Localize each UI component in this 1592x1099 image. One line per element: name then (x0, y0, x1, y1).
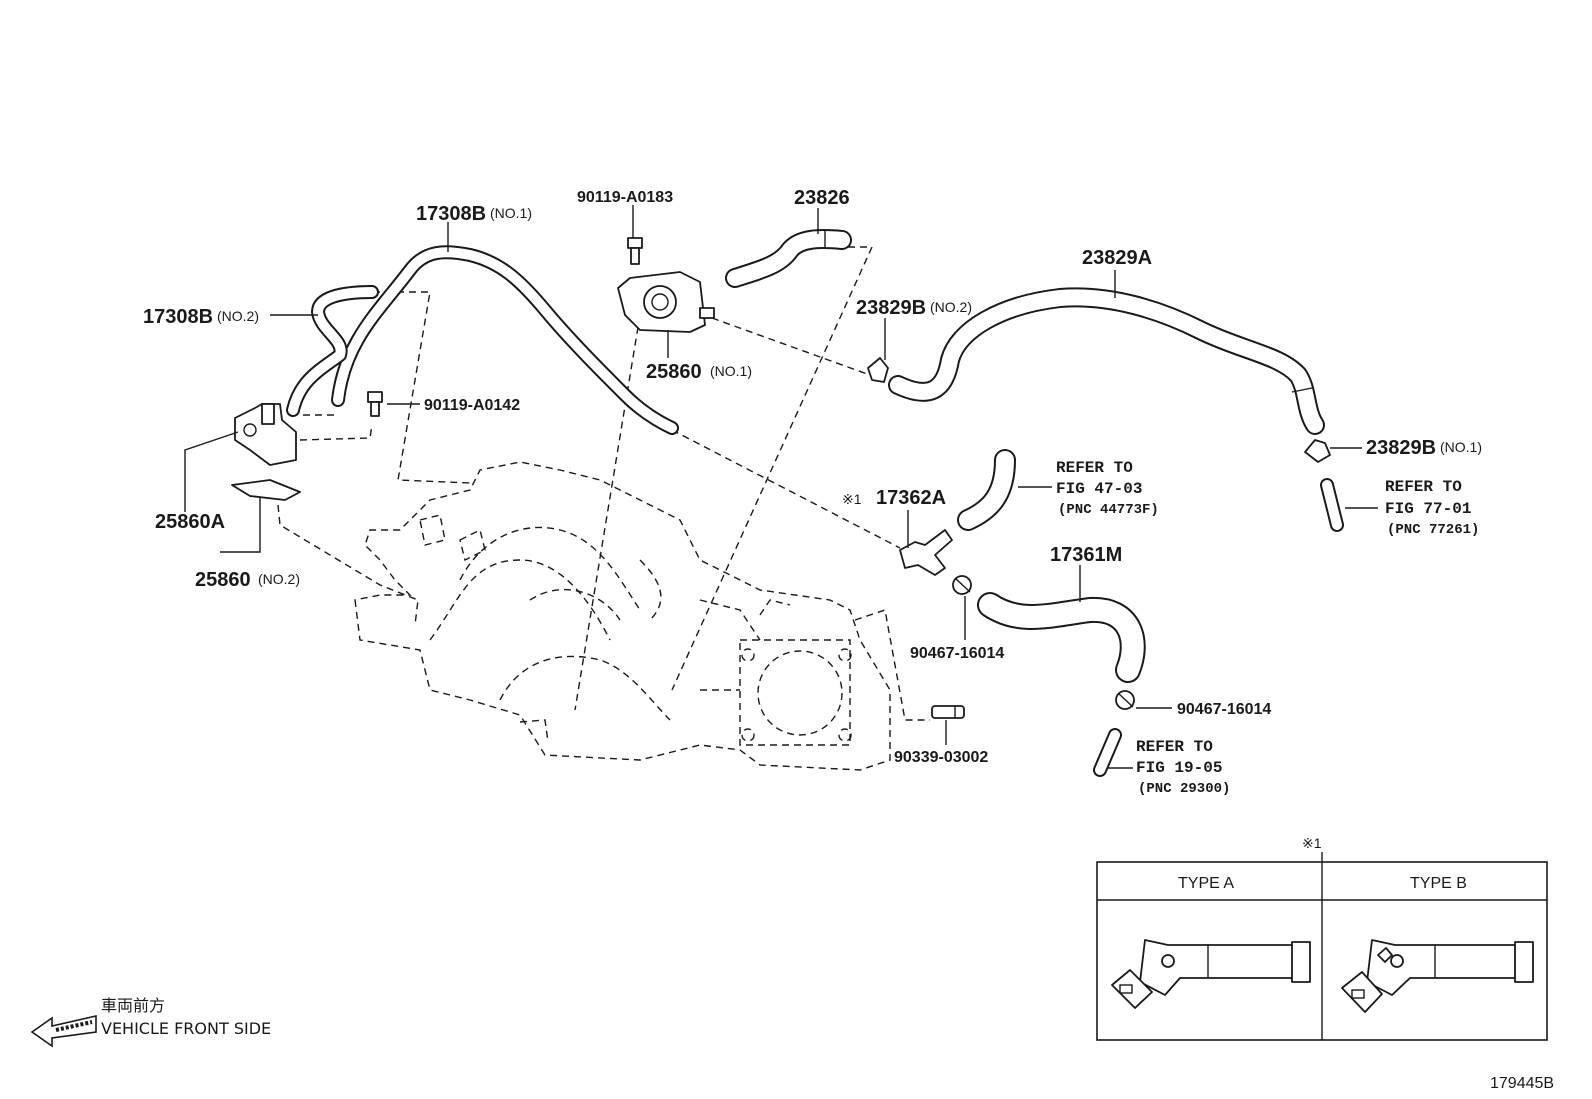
svg-text:(NO.1): (NO.1) (490, 205, 532, 221)
label-17362a[interactable]: ※1 17362A (842, 487, 946, 509)
vsv-25860-no2[interactable] (234, 403, 297, 466)
label-90119-a0183[interactable]: 90119-A0183 (577, 189, 673, 206)
svg-text:17308B: 17308B (416, 203, 486, 225)
svg-text:17308B: 17308B (143, 306, 213, 328)
label-17308b-no2[interactable]: 17308B (NO.2) (143, 306, 259, 328)
svg-text:25860: 25860 (646, 361, 702, 383)
svg-text:(NO.2): (NO.2) (258, 571, 300, 587)
label-25860a[interactable]: 25860A (155, 511, 225, 533)
svg-text:(NO.2): (NO.2) (217, 308, 259, 324)
hose-23826[interactable] (725, 229, 852, 288)
pipe-90339-03002[interactable] (931, 705, 965, 719)
label-23829b-no2[interactable]: 23829B (NO.2) (856, 297, 972, 319)
front-arrow-icon (30, 1014, 97, 1048)
leader-lines (184, 205, 1378, 769)
label-23829b-no1[interactable]: 23829B (NO.1) (1366, 437, 1482, 459)
vsv-25860-no1[interactable] (617, 271, 715, 333)
fitting-17362a[interactable] (899, 529, 953, 576)
label-90467-16014-b[interactable]: 90467-16014 (1177, 701, 1271, 718)
svg-text:25860: 25860 (195, 569, 251, 591)
svg-text:(PNC 44773F): (PNC 44773F) (1058, 502, 1159, 518)
ref-fig-19-05[interactable]: REFER TO FIG 19-05 (PNC 29300) (1136, 738, 1230, 797)
label-90339-03002[interactable]: 90339-03002 (894, 749, 988, 766)
bolt-90119-a0183[interactable] (627, 237, 643, 265)
svg-text:FIG 77-01: FIG 77-01 (1385, 500, 1471, 518)
svg-text:REFER TO: REFER TO (1056, 459, 1133, 477)
ref-fig-77-01[interactable]: REFER TO FIG 77-01 (PNC 77261) (1385, 478, 1479, 538)
hose-17308b-no1[interactable] (331, 245, 679, 435)
label-90119-a0142[interactable]: 90119-A0142 (424, 397, 520, 414)
figure-id: 179445B (1490, 1075, 1554, 1092)
label-17361m[interactable]: 17361M (1050, 544, 1122, 566)
hose-17361m[interactable] (977, 592, 1146, 683)
svg-text:(NO.2): (NO.2) (930, 299, 972, 315)
vehicle-front-legend: 車両前方 VEHICLE FRONT SIDE (30, 996, 271, 1048)
type-a-header: TYPE A (1178, 875, 1234, 892)
clip-23829b-no1[interactable] (1304, 439, 1331, 463)
bolt-90119-a0142[interactable] (367, 391, 383, 417)
inset-mark: ※1 (1302, 835, 1322, 851)
svg-text:17362A: 17362A (876, 487, 946, 509)
legend-english: VEHICLE FRONT SIDE (101, 1019, 271, 1038)
hose-23829a[interactable] (888, 287, 1325, 435)
svg-text:REFER TO: REFER TO (1385, 478, 1462, 496)
svg-text:(PNC 29300): (PNC 29300) (1138, 781, 1230, 797)
svg-text:(NO.1): (NO.1) (710, 363, 752, 379)
legend-japanese: 車両前方 (101, 996, 165, 1015)
svg-text:23829B: 23829B (1366, 437, 1436, 459)
clamp-90467-16014-a[interactable] (952, 575, 972, 595)
svg-text:(NO.1): (NO.1) (1440, 439, 1482, 455)
label-23826[interactable]: 23826 (794, 187, 850, 209)
inset-type-table: ※1 TYPE A TYPE B (1096, 835, 1548, 1041)
pipe-ref-fig-19-05 (1093, 728, 1122, 777)
svg-text:FIG 47-03: FIG 47-03 (1056, 480, 1142, 498)
clamp-90467-16014-b[interactable] (1115, 690, 1135, 710)
ref-fig-47-03[interactable]: REFER TO FIG 47-03 (PNC 44773F) (1056, 459, 1159, 518)
clip-23829b-no2[interactable] (867, 357, 889, 383)
hose-17308b-no2[interactable] (286, 285, 379, 417)
svg-text:REFER TO: REFER TO (1136, 738, 1213, 756)
label-25860-no1[interactable]: 25860 (NO.1) (646, 361, 752, 383)
fitting-type-a[interactable] (1111, 939, 1311, 1009)
svg-text:FIG 19-05: FIG 19-05 (1136, 759, 1222, 777)
label-25860-no2[interactable]: 25860 (NO.2) (195, 569, 300, 591)
fitting-type-b[interactable] (1341, 939, 1534, 1013)
svg-text:(PNC 77261): (PNC 77261) (1387, 522, 1479, 538)
pipe-ref-fig-77-01 (1320, 478, 1344, 532)
hose-ref-fig-47-03 (957, 449, 1016, 531)
intake-manifold-outline (354, 461, 891, 771)
label-17308b-no1[interactable]: 17308B (NO.1) (416, 203, 532, 225)
label-90467-16014-a[interactable]: 90467-16014 (910, 645, 1004, 662)
svg-text:※1: ※1 (842, 491, 862, 507)
svg-text:23829B: 23829B (856, 297, 926, 319)
type-b-header: TYPE B (1410, 875, 1467, 892)
label-23829a[interactable]: 23829A (1082, 247, 1152, 269)
bracket-25860a[interactable] (231, 479, 301, 501)
